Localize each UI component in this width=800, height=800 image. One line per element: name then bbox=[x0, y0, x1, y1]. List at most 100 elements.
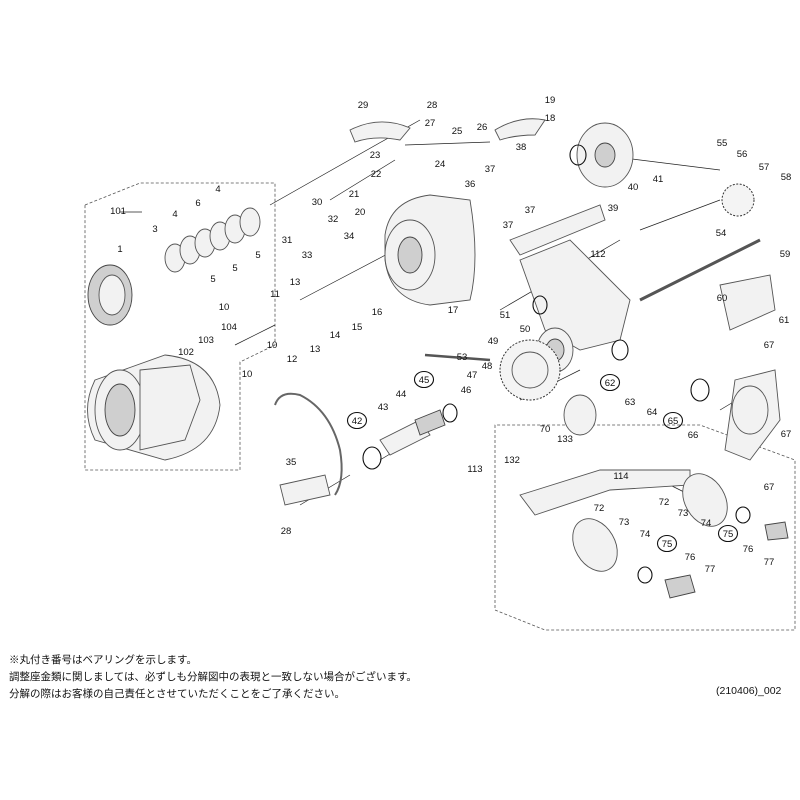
part-label-47: 47 bbox=[467, 370, 478, 381]
part-label-72b: 72 bbox=[659, 497, 670, 508]
note-disassembly-disclaimer: 分解の際はお客様の自己責任とさせていただくことをご了承ください。 bbox=[9, 688, 345, 700]
part-number: 76 bbox=[685, 552, 696, 563]
part-number: 63 bbox=[625, 397, 636, 408]
part-label-64: 64 bbox=[647, 407, 658, 418]
part-label-56: 56 bbox=[737, 149, 748, 160]
part-number: 15 bbox=[352, 322, 363, 333]
part-number: 50 bbox=[520, 324, 531, 335]
part-label-43: 43 bbox=[378, 402, 389, 413]
part-number: 66 bbox=[688, 430, 699, 441]
part-label-28b: 28 bbox=[281, 526, 292, 537]
part-number: 70 bbox=[540, 424, 551, 435]
part-label-48: 48 bbox=[482, 361, 493, 372]
part-number: 58 bbox=[781, 172, 792, 183]
part-label-25: 25 bbox=[452, 126, 463, 137]
bearing-marker bbox=[413, 370, 435, 389]
part-number: 24 bbox=[435, 159, 446, 170]
part-number-labels: 1344555610110210310410101011121313141516… bbox=[110, 95, 791, 575]
part-number: 72 bbox=[594, 503, 605, 514]
part-number: 74 bbox=[640, 529, 651, 540]
part-label-10b: 10 bbox=[242, 369, 253, 380]
part-label-11: 11 bbox=[270, 289, 280, 300]
part-label-27: 27 bbox=[425, 118, 436, 129]
part-label-4: 4 bbox=[172, 209, 177, 220]
part-number: 21 bbox=[349, 189, 360, 200]
part-label-114: 114 bbox=[613, 471, 628, 482]
part-label-67: 67 bbox=[764, 340, 775, 351]
part-label-75b: 75 bbox=[717, 524, 739, 543]
part-label-1: 1 bbox=[117, 244, 122, 255]
part-number: 30 bbox=[312, 197, 323, 208]
part-label-46: 46 bbox=[461, 385, 472, 396]
part-label-74b: 74 bbox=[701, 518, 712, 529]
part-label-41: 41 bbox=[653, 174, 664, 185]
part-number: 57 bbox=[759, 162, 770, 173]
part-label-16: 16 bbox=[372, 307, 383, 318]
part-number: 37 bbox=[525, 205, 536, 216]
part-number: 44 bbox=[396, 389, 407, 400]
part-number: 28 bbox=[427, 100, 438, 111]
part-number: 37 bbox=[485, 164, 496, 175]
part-label-62: 62 bbox=[599, 373, 621, 392]
part-label-133: 133 bbox=[557, 434, 573, 445]
part-number: 72 bbox=[659, 497, 670, 508]
part-number: 75 bbox=[662, 539, 673, 550]
part-number: 67 bbox=[764, 340, 775, 351]
part-label-18: 18 bbox=[545, 113, 556, 124]
spool-assembly-box bbox=[84, 182, 276, 471]
part-label-40: 40 bbox=[628, 182, 639, 193]
part-label-10: 10 bbox=[219, 302, 230, 313]
part-label-33: 33 bbox=[302, 250, 313, 261]
part-number: 5 bbox=[255, 250, 260, 261]
part-label-44: 44 bbox=[396, 389, 407, 400]
part-number: 42 bbox=[352, 416, 363, 427]
part-label-36: 36 bbox=[465, 179, 476, 190]
part-number: 35 bbox=[286, 457, 297, 468]
part-number: 22 bbox=[371, 169, 382, 180]
part-number: 48 bbox=[482, 361, 493, 372]
part-label-113: 113 bbox=[467, 464, 482, 475]
part-number: 20 bbox=[355, 207, 366, 218]
handle-assembly-box bbox=[494, 424, 796, 631]
part-number: 40 bbox=[628, 182, 639, 193]
part-label-19: 19 bbox=[545, 95, 556, 106]
bearing-marker bbox=[656, 534, 678, 553]
part-label-103: 103 bbox=[198, 335, 214, 346]
part-number: 104 bbox=[221, 322, 237, 333]
part-number: 31 bbox=[282, 235, 293, 246]
part-number: 77 bbox=[705, 564, 716, 575]
part-label-42: 42 bbox=[346, 411, 368, 430]
part-label-34: 34 bbox=[344, 231, 355, 242]
part-number: 64 bbox=[647, 407, 658, 418]
part-number: 76 bbox=[743, 544, 754, 555]
part-label-63: 63 bbox=[625, 397, 636, 408]
part-number: 16 bbox=[372, 307, 383, 318]
part-number: 73 bbox=[678, 508, 689, 519]
part-label-38: 38 bbox=[516, 142, 527, 153]
part-number: 4 bbox=[172, 209, 177, 220]
part-number: 32 bbox=[328, 214, 339, 225]
part-number: 65 bbox=[668, 416, 679, 427]
bearing-marker bbox=[662, 411, 684, 430]
part-number: 75 bbox=[723, 529, 734, 540]
part-number: 27 bbox=[425, 118, 436, 129]
part-label-57: 57 bbox=[759, 162, 770, 173]
part-number: 47 bbox=[467, 370, 478, 381]
part-label-4b: 4 bbox=[215, 184, 220, 195]
part-label-70: 70 bbox=[540, 424, 551, 435]
bearing-marker bbox=[717, 524, 739, 543]
part-number: 28 bbox=[281, 526, 292, 537]
part-label-21: 21 bbox=[349, 189, 360, 200]
part-number: 36 bbox=[465, 179, 476, 190]
part-label-13b: 13 bbox=[310, 344, 321, 355]
part-label-75: 75 bbox=[656, 534, 678, 553]
part-number: 39 bbox=[608, 203, 619, 214]
part-number: 73 bbox=[619, 517, 630, 528]
part-number: 18 bbox=[545, 113, 556, 124]
part-label-58: 58 bbox=[781, 172, 792, 183]
part-label-50: 50 bbox=[520, 324, 531, 335]
part-number: 103 bbox=[198, 335, 214, 346]
handle bbox=[519, 394, 789, 599]
part-label-73b: 73 bbox=[678, 508, 689, 519]
part-label-17: 17 bbox=[448, 305, 459, 316]
